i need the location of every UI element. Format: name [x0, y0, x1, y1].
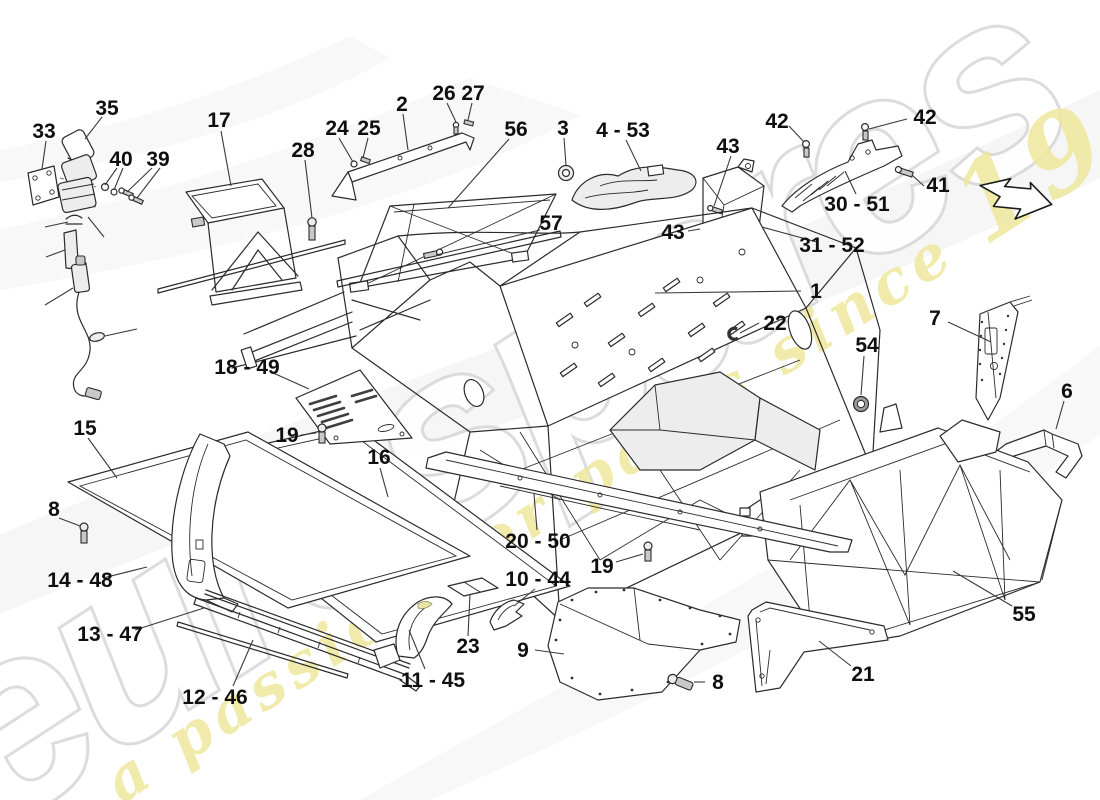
part-rear-frame-55 [739, 403, 1063, 649]
part-sill-20-50 [425, 451, 853, 553]
part-screw-42-left [801, 140, 810, 158]
part-label-7: 7 [929, 307, 941, 330]
part-label-17: 17 [207, 109, 230, 132]
part-clamp-3 [557, 164, 575, 182]
part-label-8-left: 8 [48, 498, 60, 521]
part-label-25: 25 [357, 117, 381, 140]
part-clip-22 [727, 326, 740, 342]
part-label-16: 16 [367, 446, 390, 469]
part-label-2: 2 [396, 93, 408, 116]
part-label-57: 57 [539, 212, 562, 235]
part-label-55: 55 [1012, 603, 1036, 626]
part-label-56: 56 [504, 118, 527, 141]
part-bolt-28 [307, 217, 317, 241]
part-pillar-14-48 [171, 433, 239, 613]
part-label-1: 1 [810, 280, 822, 303]
part-screw-41 [894, 165, 914, 178]
part-screw-19-lower [643, 541, 653, 562]
part-label-4-53: 4 - 53 [596, 119, 650, 142]
part-plate-23 [447, 577, 499, 597]
part-chassis-1 [231, 207, 881, 621]
part-label-33: 33 [32, 120, 55, 143]
part-label-42-right: 42 [913, 106, 936, 129]
part-pump-assembly [27, 129, 145, 401]
part-label-8-right: 8 [712, 671, 724, 694]
part-label-12-46: 12 - 46 [182, 686, 247, 709]
direction-arrow-icon [979, 177, 1053, 220]
part-label-26: 26 [432, 82, 455, 105]
part-label-19-lower: 19 [590, 555, 613, 578]
part-label-39: 39 [146, 148, 169, 171]
part-label-11-45: 11 - 45 [401, 669, 466, 692]
part-corner-6 [969, 429, 1083, 479]
part-label-18-49: 18 - 49 [214, 356, 279, 379]
part-label-9: 9 [517, 639, 529, 662]
part-grommet-54 [852, 395, 870, 413]
part-label-3: 3 [557, 117, 569, 140]
part-panel-9 [547, 587, 741, 701]
part-label-6: 6 [1061, 380, 1073, 403]
leader-lines [41, 102, 1065, 687]
part-label-22: 22 [763, 312, 786, 335]
part-label-42-left: 42 [765, 110, 788, 133]
part-label-15: 15 [73, 417, 97, 440]
part-label-30-51: 30 - 51 [824, 193, 890, 216]
part-label-10-44: 10 - 44 [505, 568, 571, 591]
part-screw-26 [452, 121, 460, 135]
part-label-13-47: 13 - 47 [77, 623, 142, 646]
part-label-20-50: 20 - 50 [505, 530, 570, 553]
part-screw-27 [463, 119, 475, 127]
part-label-43-lower: 43 [661, 221, 684, 244]
part-label-28: 28 [291, 139, 315, 162]
part-bracket-30-51 [781, 122, 914, 213]
chassis-firewall-slots [555, 248, 746, 388]
part-label-21: 21 [851, 663, 875, 686]
part-screw-8-right [667, 673, 694, 691]
part-pillar-7 [975, 295, 1033, 421]
part-label-27: 27 [461, 82, 484, 105]
part-label-24: 24 [325, 117, 349, 140]
part-label-19-upper: 19 [275, 424, 298, 447]
part-labels: 33 35 40 39 17 28 24 25 2 26 27 56 3 4 -… [32, 82, 1073, 709]
part-duct-4-53 [571, 164, 697, 210]
part-beam-2 [331, 119, 475, 201]
part-label-41: 41 [926, 174, 950, 197]
part-label-14-48: 14 - 48 [47, 569, 113, 592]
part-label-23: 23 [456, 635, 479, 658]
part-label-35: 35 [95, 97, 119, 120]
part-screw-19-upper [317, 423, 327, 444]
part-rod-12-46 [176, 621, 349, 679]
part-label-43-upper: 43 [716, 135, 739, 158]
part-label-54: 54 [855, 334, 879, 357]
part-stand-17 [157, 178, 346, 306]
part-screw-42-right [860, 122, 869, 141]
part-label-31-52: 31 - 52 [799, 234, 864, 257]
part-bracket-10-44 [489, 599, 525, 631]
part-rocker-11-45 [373, 596, 453, 669]
part-strut-57 [336, 230, 562, 288]
part-label-40: 40 [109, 148, 132, 171]
part-screw-8-left [79, 522, 89, 544]
part-bracket-21 [747, 601, 889, 693]
